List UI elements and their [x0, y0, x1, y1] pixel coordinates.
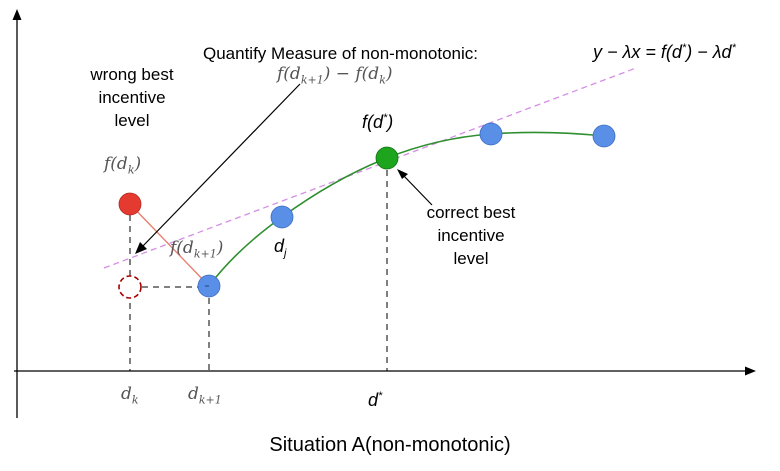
tick-dstar: d* [368, 390, 383, 410]
quantify-arrow-head-icon [135, 242, 147, 254]
axes [12, 9, 756, 418]
dj-label: dj [274, 236, 287, 260]
node-blue-right1 [479, 122, 503, 146]
wrong-formula: f(dk) [104, 154, 142, 177]
tick-dk: dk [121, 384, 139, 407]
correct-arrow-head-icon [397, 169, 408, 179]
correct-arrow-line [402, 174, 433, 206]
fdstar-label: f(d*) [362, 112, 394, 132]
correct-level-label: correct best incentive level [426, 203, 516, 268]
tangent-equation: y − λx = f(d*) − λd* [593, 42, 736, 62]
quantify-formula: f(dk+1) − f(dk) [277, 64, 393, 87]
quantify-arrow-line [141, 83, 301, 248]
fdk1-label: f(dk+1) [170, 238, 224, 261]
tangent-line [103, 67, 637, 269]
node-dk-dashed [118, 275, 142, 299]
node-dj-blue [270, 205, 294, 229]
guide-lines [129, 170, 388, 371]
link-line [129, 203, 210, 287]
node-dstar-green [375, 146, 399, 170]
quantify-title: Quantify Measure of non-monotonic: [203, 44, 478, 63]
y-axis-arrow-icon [12, 9, 22, 20]
node-wrong-red [118, 192, 142, 216]
green-curve [208, 131, 605, 287]
caption: Situation A(non-monotonic) [269, 434, 511, 456]
tick-dk1: dk+1 [188, 384, 222, 407]
wrong-level-label: wrong best incentive level [90, 65, 174, 130]
x-axis-arrow-icon [745, 366, 756, 376]
node-blue-right2 [592, 124, 616, 148]
